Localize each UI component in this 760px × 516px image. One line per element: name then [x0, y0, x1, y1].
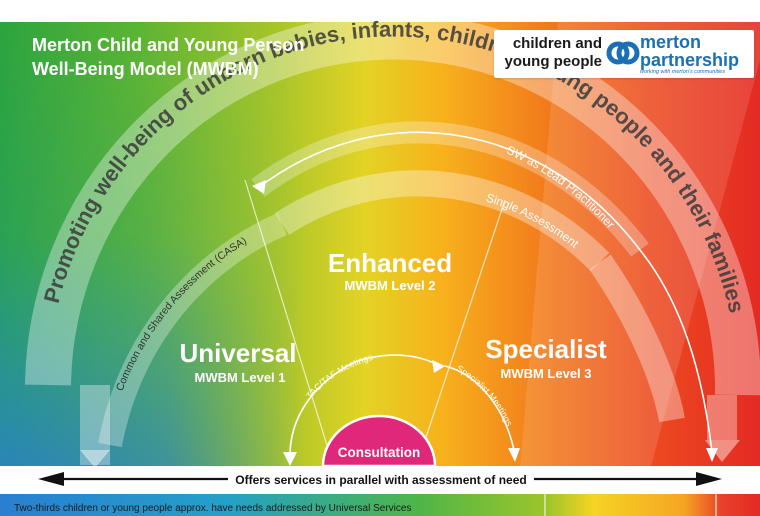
title-line-2: Well-Being Model (MWBM)	[32, 59, 259, 79]
specialist-level: MWBM Level 3	[500, 366, 591, 381]
universal-title: Universal	[179, 338, 296, 368]
tac-arrowhead-left	[283, 452, 297, 466]
tac-arrowhead-right	[432, 360, 445, 373]
lead-arrow-down	[639, 249, 713, 453]
title-line-1: Merton Child and Young Person	[32, 35, 305, 55]
outer-band	[25, 13, 760, 396]
lead-arrowhead	[252, 180, 266, 194]
parallel-label: Offers services in parallel with assessm…	[235, 473, 526, 487]
lead-arrow-line	[257, 131, 641, 251]
enhanced-level: MWBM Level 2	[344, 278, 435, 293]
logo-line-1: children and	[512, 35, 602, 52]
footer-text: Two-thirds children or young people appr…	[14, 503, 411, 514]
enhanced-title: Enhanced	[328, 248, 452, 278]
specialist-title: Specialist	[485, 334, 607, 364]
parallel-arrow-right	[696, 472, 722, 486]
light-beam	[520, 0, 760, 470]
divider-right	[419, 199, 506, 456]
single-band-down	[589, 254, 685, 423]
parallel-label-bg	[228, 470, 534, 488]
top-strip	[0, 0, 760, 22]
logo-left-text: children and young people	[502, 35, 603, 71]
logo-tagline: working with merton's communities	[640, 69, 726, 75]
universal-level: MWBM Level 1	[194, 370, 285, 385]
footer-bar	[0, 494, 760, 516]
specialist-meeting-arrowhead	[508, 448, 520, 462]
single-band	[274, 170, 610, 272]
page-title: Merton Child and Young Person Well-Being…	[32, 33, 372, 81]
tac-arrow-line	[289, 354, 441, 457]
specialist-meeting-line	[444, 365, 515, 451]
logo-line-2: young people	[504, 53, 603, 70]
partnership-logo-icon	[606, 41, 640, 65]
logo-brand-partnership: partnership	[640, 50, 740, 70]
consultation-dome	[321, 414, 437, 468]
consultation-label: Consultation	[338, 445, 421, 460]
band-tip-left	[80, 450, 110, 468]
lead-arrowhead-down	[706, 448, 718, 462]
divider-left	[244, 179, 331, 456]
logo-brand-merton: merton	[640, 32, 702, 52]
parallel-arrow-left	[38, 472, 64, 486]
blue-tint	[0, 0, 760, 470]
band-tip-right	[705, 440, 740, 462]
logo-brand: merton partnership working with merton's…	[640, 33, 752, 76]
casa-band	[98, 213, 287, 448]
partnership-logo: children and young people merton partner…	[494, 30, 754, 78]
